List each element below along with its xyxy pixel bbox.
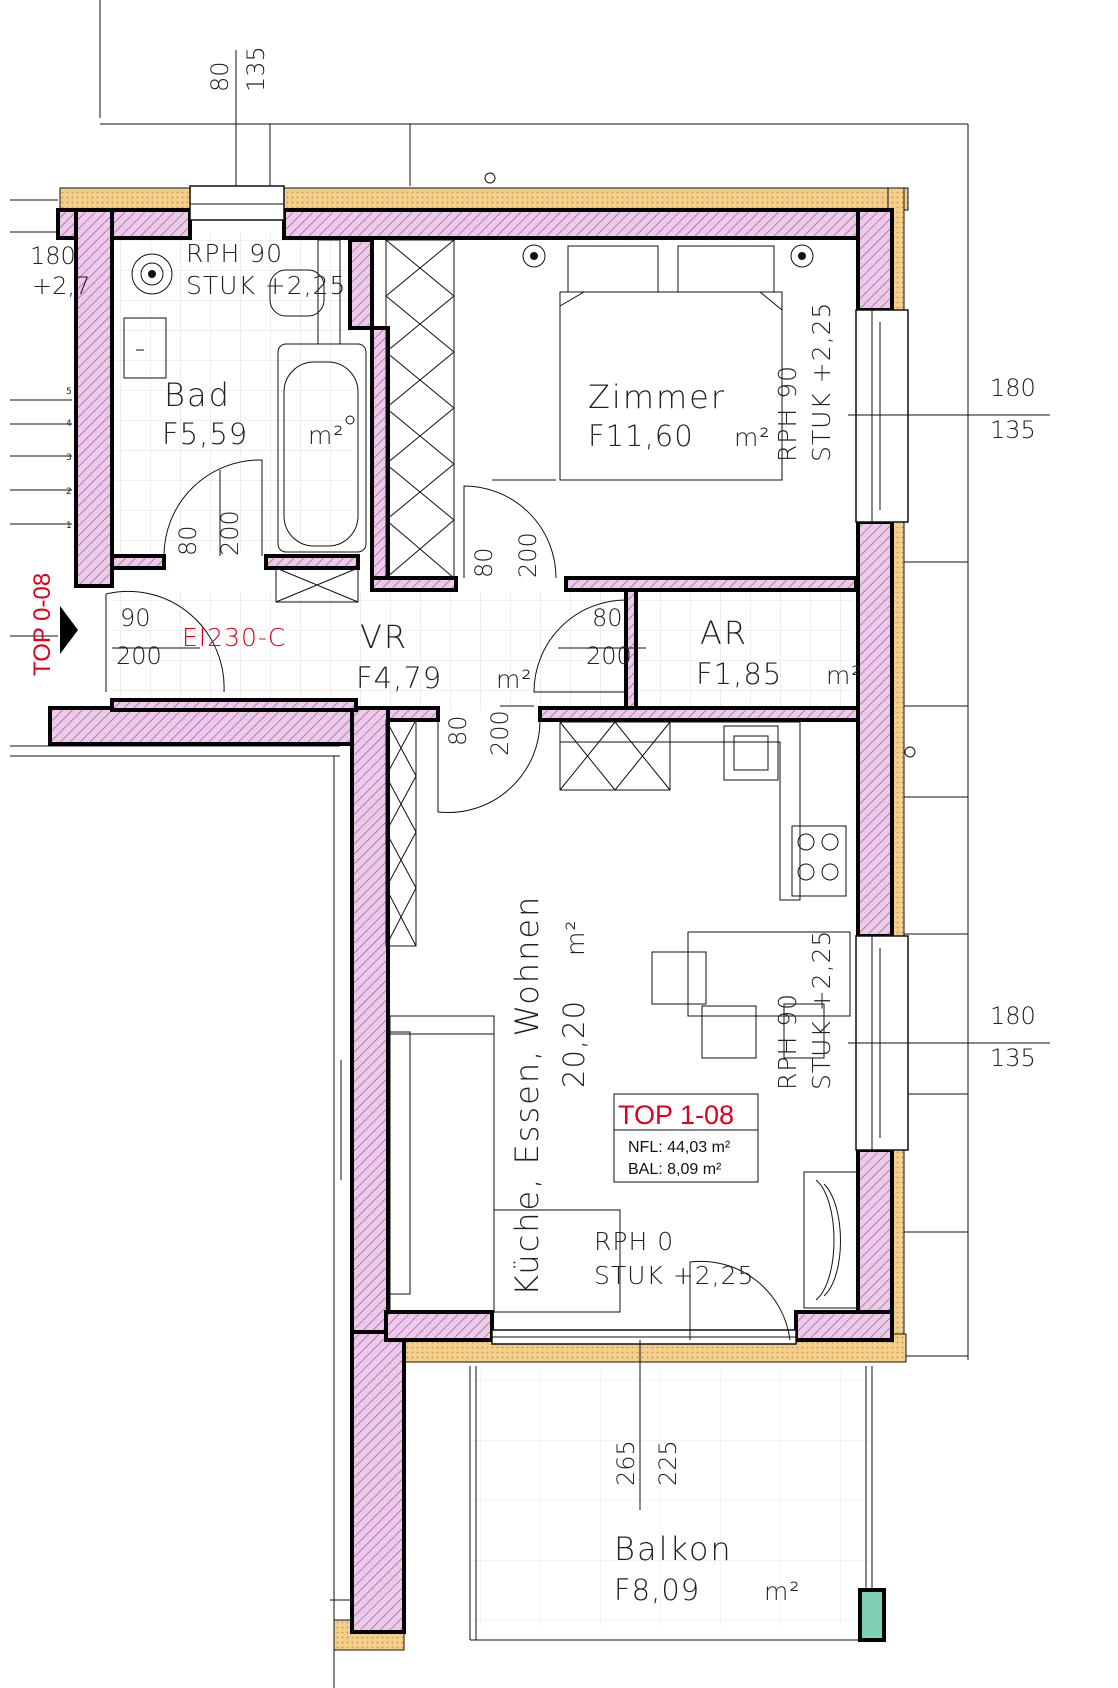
room-name-balkon: Balkon: [614, 1530, 733, 1568]
dim-window-upper-180: 180: [990, 374, 1036, 402]
note-balcony-stuk: STUK +2,25: [594, 1261, 754, 1290]
room-name-ar: AR: [700, 614, 748, 652]
stair-number: 1: [66, 521, 72, 531]
walls: [48, 208, 894, 1634]
unit-title: TOP 1-08: [618, 1100, 734, 1130]
dim-window-lower-180: 180: [990, 1002, 1036, 1030]
room-unit-ar: m²: [826, 661, 862, 690]
dim-ar-door-200: 200: [586, 642, 632, 670]
zimmer-window: [855, 309, 909, 523]
washbasin: [123, 317, 167, 379]
note-bad-stuk: STUK +2,25: [186, 271, 346, 300]
sofa: [389, 1015, 621, 1313]
note-zimmer-stuk: STUK +2,25: [807, 302, 836, 462]
neighbour-arrow-icon: [60, 606, 78, 654]
double-bed: [559, 245, 783, 481]
toilet: [269, 239, 341, 345]
cooktop: [791, 825, 847, 897]
balcony-railing: [469, 1366, 886, 1642]
stair-number: 3: [66, 453, 72, 463]
dim-window-upper-135: 135: [990, 416, 1036, 444]
room-name-zimmer: Zimmer: [588, 378, 726, 416]
dim-top-135: 135: [242, 46, 270, 92]
dim-balcony-225: 225: [654, 1440, 682, 1486]
stair-number: 5: [66, 387, 72, 397]
dim-balcony-265: 265: [612, 1440, 640, 1486]
room-area-vr: F4,79: [356, 661, 442, 695]
dim-bad-door-200: 200: [216, 510, 244, 556]
dim-bad-door-80: 80: [174, 525, 202, 556]
stair-number: 2: [66, 487, 72, 497]
kitchen-counter: [559, 721, 801, 901]
stair-number: 4: [66, 419, 72, 429]
dim-ar-door-80: 80: [592, 604, 623, 632]
room-area-balkon: F8,09: [614, 1573, 700, 1607]
room-name-kuche: Küche, Essen, Wohnen: [508, 895, 546, 1296]
room-unit-bad: m²: [308, 421, 344, 450]
bad-window: [189, 185, 285, 221]
room-unit-balkon: m²: [764, 1577, 800, 1606]
armchair-corner: [803, 1171, 859, 1309]
unit-nfl: NFL: 44,03 m²: [628, 1139, 731, 1156]
wardrobe-living: [385, 719, 417, 947]
note-living-rph: RPH 90: [773, 993, 802, 1090]
fire-rating-label: EI230-C: [182, 623, 286, 652]
dimension-lines: [112, 50, 1050, 1510]
door-swings: [105, 459, 791, 1341]
dim-entry-200: 200: [116, 642, 162, 670]
note-bad-rph: RPH 90: [186, 239, 283, 268]
note-living-stuk: STUK +2,25: [807, 930, 836, 1090]
room-area-bad: F5,59: [162, 417, 248, 451]
neighbour-unit-label: TOP 0-08: [29, 573, 56, 676]
balcony-floor: [470, 1366, 870, 1626]
dim-entry-90: 90: [120, 604, 151, 632]
vr-floor-tiles: [112, 592, 852, 710]
stair-numbers: 5 4 3 2 1: [66, 387, 72, 531]
floor-drain: [131, 253, 173, 295]
room-area-zimmer: F11,60: [588, 419, 694, 453]
room-area-kuche: 20,20: [557, 1000, 591, 1088]
cabinet-bad: [275, 567, 359, 603]
dining-table: [651, 931, 851, 1059]
note-balcony-rph: RPH 0: [594, 1227, 674, 1256]
room-name-vr: VR: [360, 618, 408, 656]
dim-living-door-80: 80: [444, 715, 472, 746]
dim-window-lower-135: 135: [990, 1044, 1036, 1072]
dim-zimmer-door-200: 200: [514, 532, 542, 578]
dim-top-80: 80: [206, 61, 234, 92]
wardrobe-zimmer: [385, 239, 455, 579]
room-area-ar: F1,85: [696, 657, 782, 691]
room-name-bad: Bad: [164, 376, 231, 414]
note-left-stuk: +2,7: [32, 272, 90, 300]
unit-info-box: TOP 1-08 NFL: 44,03 m² BAL: 8,09 m²: [613, 1093, 759, 1183]
bedside-lamps: [522, 244, 814, 268]
dim-living-door-200: 200: [486, 710, 514, 756]
dim-left-180: 180: [30, 242, 76, 270]
room-unit-zimmer: m²: [734, 423, 770, 452]
room-unit-kuche: m²: [561, 920, 590, 956]
unit-bal: BAL: 8,09 m²: [628, 1161, 722, 1178]
room-unit-vr: m²: [496, 665, 532, 694]
dim-zimmer-door-80: 80: [470, 547, 498, 578]
note-zimmer-rph: RPH 90: [773, 365, 802, 462]
